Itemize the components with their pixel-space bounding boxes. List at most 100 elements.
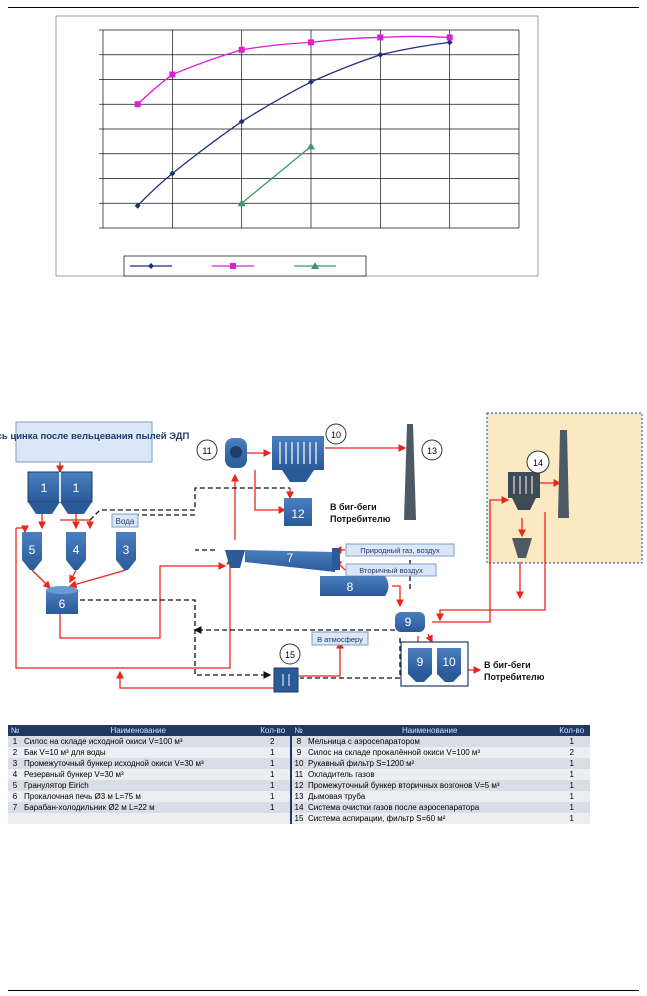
data-point (230, 263, 236, 269)
cell-num: 8 (290, 736, 306, 747)
gas-cleaning-14: 14 (508, 430, 569, 558)
cell-name: Резервный бункер V=30 м³ (22, 769, 255, 780)
svg-text:15: 15 (285, 650, 295, 660)
cell-qty: 2 (254, 736, 292, 747)
cell-qty: 1 (553, 813, 590, 824)
data-point (377, 34, 384, 41)
cell-name: Силос на складе прокалённой окиси V=100 … (305, 747, 554, 758)
cell-num: 13 (290, 791, 306, 802)
data-point (238, 46, 245, 53)
cell-qty: 2 (553, 747, 590, 758)
secondary-air-label: Вторичный воздух (359, 566, 423, 575)
svg-text:1: 1 (41, 481, 48, 495)
col-name-2: Наименование (305, 725, 554, 736)
water-label-box (111, 513, 139, 528)
cell-num: 15 (290, 813, 306, 824)
cell-num: 6 (8, 791, 22, 802)
series-3 (237, 142, 315, 207)
legend-entry-1 (130, 263, 172, 269)
cell-num: 12 (290, 780, 306, 791)
svg-text:13: 13 (427, 446, 437, 456)
svg-text:10: 10 (331, 430, 341, 440)
cell-name: Бак V=10 м³ для воды (22, 747, 255, 758)
line-chart (55, 15, 539, 277)
cell-num: 3 (8, 758, 22, 769)
cell-num: 10 (290, 758, 306, 769)
cell-num: 9 (290, 747, 306, 758)
svg-text:9: 9 (405, 615, 412, 629)
bunkers-4-3-2: 5 4 3 (22, 532, 136, 570)
cooler-7: 8 (320, 576, 389, 596)
aspiration-15: 15 (273, 643, 301, 693)
bigbag-label-1a: В биг-беги (330, 502, 377, 512)
svg-text:11: 11 (202, 446, 211, 456)
col-num-2: № (290, 725, 306, 736)
cell-qty (254, 813, 292, 824)
chart-legend (130, 262, 336, 269)
col-qty-2: Кол-во (553, 725, 590, 736)
table-header: № Наименование Кол-во № Наименование Кол… (8, 725, 590, 736)
cell-qty: 1 (254, 791, 292, 802)
cell-name: Система очистки газов после аэросепарато… (305, 802, 554, 813)
bigbag-label-2a: В биг-беги (484, 660, 531, 670)
bigbag-label-2b: Потребителю (484, 672, 545, 682)
data-point (307, 142, 315, 150)
data-point (308, 78, 314, 85)
gas-air-box (345, 543, 455, 557)
cell-qty: 1 (553, 802, 590, 813)
bottom-rule (8, 990, 639, 991)
data-point (169, 170, 176, 177)
svg-text:4: 4 (73, 543, 80, 557)
mill-8: 9 (395, 612, 425, 632)
series-2 (134, 34, 453, 108)
cell-num: 1 (8, 736, 22, 747)
bunker-12: 12 (284, 498, 312, 526)
cell-qty: 1 (254, 802, 292, 813)
chart-series (134, 34, 453, 209)
data-point (238, 118, 245, 125)
svg-text:7: 7 (287, 551, 294, 565)
process-flow-diagram: Окись цинка после вельцевания пылей ЭДП (0, 412, 643, 693)
cell-name: Силос на складе исходной окиси V=100 м³ (22, 736, 255, 747)
kiln-6: 7 (225, 548, 340, 572)
cell-qty: 1 (254, 758, 292, 769)
bag-filter-10: 10 (272, 423, 347, 482)
col-qty: Кол-во (254, 725, 291, 736)
svg-text:5: 5 (29, 543, 36, 557)
svg-text:1: 1 (73, 481, 80, 495)
cell-name (22, 813, 255, 824)
svg-text:12: 12 (291, 507, 305, 521)
svg-text:3: 3 (123, 543, 130, 557)
cell-name: Промежуточный бункер вторичных возгонов … (305, 780, 554, 791)
svg-text:14: 14 (533, 458, 543, 468)
data-point (148, 263, 154, 269)
atmosphere-label: В атмосферу (317, 635, 363, 644)
cell-qty: 1 (553, 769, 590, 780)
water-label: Вода (116, 517, 135, 526)
data-point (134, 101, 141, 108)
legend-entry-3 (294, 262, 336, 269)
cell-num: 14 (290, 802, 306, 813)
silo-9: 9 10 (400, 641, 469, 687)
svg-text:8: 8 (347, 580, 354, 594)
cell-num: 7 (8, 802, 22, 813)
cell-num: 5 (8, 780, 22, 791)
cell-name: Барабан-холодильник Ø2 м L=22 м (22, 802, 255, 813)
silo-1: 1 1 (27, 471, 93, 514)
svg-text:10: 10 (442, 655, 456, 669)
source-box (15, 421, 153, 463)
cell-name: Система аспирации, фильтр S=60 м² (305, 813, 554, 824)
data-point (446, 34, 453, 41)
cell-qty: 1 (553, 758, 590, 769)
cell-num: 4 (8, 769, 22, 780)
cell-qty: 1 (254, 747, 292, 758)
cell-name: Прокалочная печь Ø3 м L=75 м (22, 791, 255, 802)
gas-air-label: Природный газ, воздух (360, 546, 440, 555)
